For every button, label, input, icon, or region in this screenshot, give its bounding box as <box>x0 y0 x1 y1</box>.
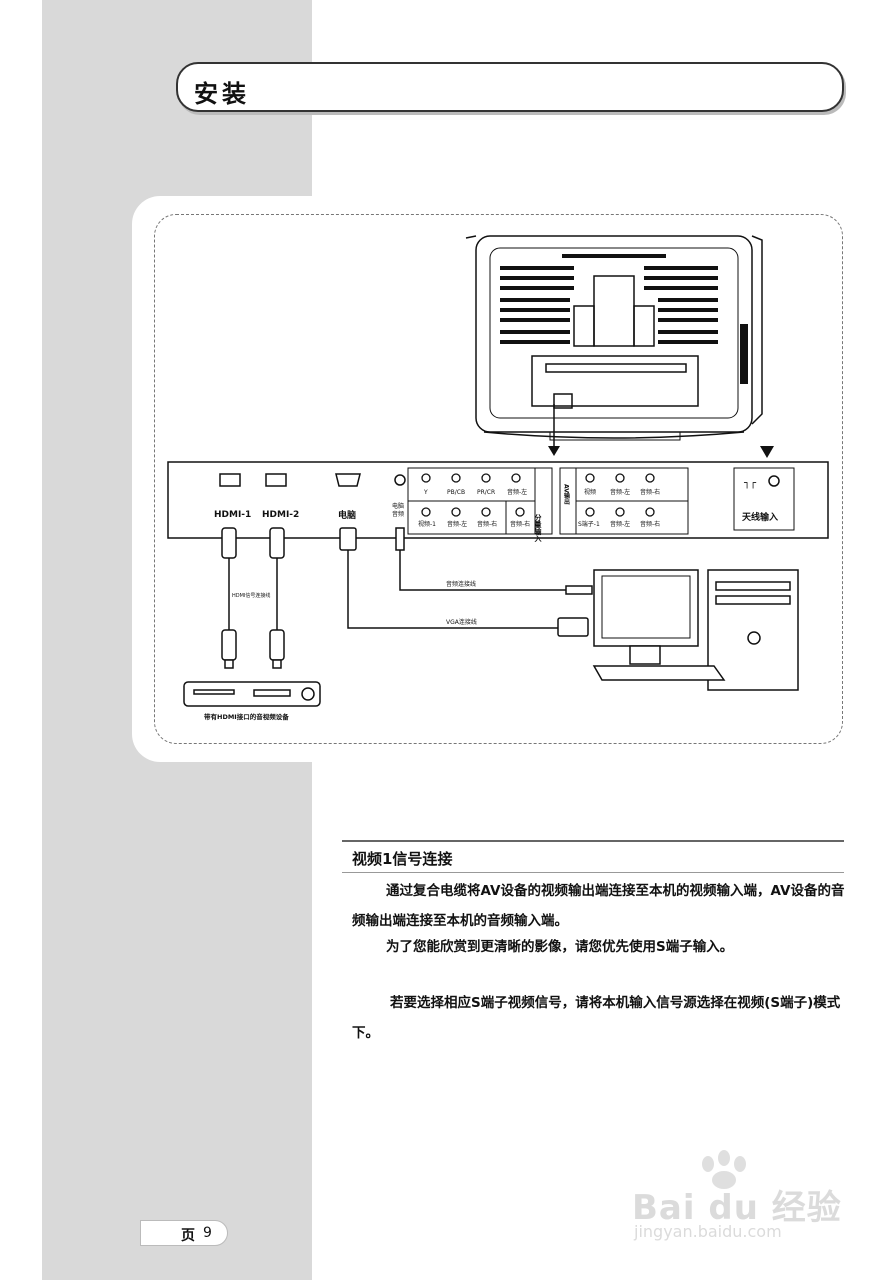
vga-cable-label: VGA连接线 <box>446 618 477 626</box>
component-group-label: 分量输入 <box>534 513 543 543</box>
hdmi2-port <box>265 473 287 487</box>
pc-audio-jack <box>394 474 406 486</box>
s-video-label: S端子-1 <box>578 520 600 528</box>
component-y-label: Y <box>423 489 428 496</box>
section-title-bar: 安装 <box>176 62 844 112</box>
component-audio-r-label: 音频-右 <box>510 520 530 528</box>
section-rule-bottom <box>342 872 844 873</box>
av-out-video-label: 视频 <box>584 488 596 496</box>
page-label: 页 <box>181 1228 195 1244</box>
hdmi2-label: HDMI-2 <box>262 510 299 520</box>
component-pb-label: PB/CB <box>447 489 465 496</box>
hdmi1-label: HDMI-1 <box>214 510 251 520</box>
s-audio-r-label: 音频-右 <box>640 520 660 528</box>
audio-cable <box>395 527 593 595</box>
vga-port <box>335 473 361 487</box>
s-audio-l-label: 音频-左 <box>610 520 630 528</box>
antenna-icon: ┐┌ <box>744 478 757 489</box>
av-out-audio-r-label: 音频-右 <box>640 488 660 496</box>
av-out-label: AV输出 <box>563 484 570 506</box>
section-rule-top <box>342 840 844 842</box>
section-heading: 视频1信号连接 <box>352 850 453 868</box>
paragraph-3: 若要选择相应S端子视频信号，请将本机输入信号源选择在视频(S端子)模式下。 <box>352 995 841 1041</box>
component-audio-l-label: 音频-左 <box>507 488 527 496</box>
vga-cable <box>339 527 589 637</box>
antenna-jack <box>768 475 780 487</box>
paragraph-2: 为了您能欣赏到更清晰的影像，请您优先使用S端子输入。 <box>386 939 734 955</box>
hdmi-cable-label: HDMI信号连接线 <box>232 592 270 599</box>
page-title: 安装 <box>194 79 250 108</box>
pc-audio-label-2: 音频 <box>392 510 404 518</box>
component-jacks <box>421 473 525 517</box>
antenna-label: 天线输入 <box>742 511 778 523</box>
page-number: 9 <box>203 1225 212 1241</box>
page-number-tab: 页 9 <box>140 1220 228 1246</box>
watermark-brand: Bai du 经验 <box>632 1188 842 1228</box>
audio-cable-label: 音频连接线 <box>446 580 476 588</box>
watermark-url: jingyan.baidu.com <box>634 1222 782 1241</box>
av-jacks <box>585 473 655 517</box>
av-device-illustration <box>183 681 321 707</box>
video1-label: 视频-1 <box>418 520 436 528</box>
pc-audio-label-1: 电脑 <box>392 502 404 510</box>
computer-illustration <box>592 569 799 691</box>
component-pr-label: PR/CR <box>477 489 495 496</box>
pc-port-label: 电脑 <box>338 509 356 521</box>
paw-icon <box>702 1150 746 1189</box>
tv-back-illustration <box>465 235 763 441</box>
video1-audio-r-label: 音频-右 <box>477 520 497 528</box>
video1-audio-l-label: 音频-左 <box>447 520 467 528</box>
av-device-label: 带有HDMI接口的音视频设备 <box>204 712 289 721</box>
connection-diagram: HDMI-1 HDMI-2 电脑 电脑 音频 Y PB/CB PR/CR 音频-… <box>167 235 829 721</box>
hdmi1-port <box>219 473 241 487</box>
tv-vent-grilles <box>500 254 748 384</box>
paragraph-1: 通过复合电缆将AV设备的视频输出端连接至本机的视频输入端，AV设备的音频输出端连… <box>352 883 845 929</box>
av-out-audio-l-label: 音频-左 <box>610 488 630 496</box>
hdmi-cables <box>221 527 285 669</box>
watermark: Bai du 经验 jingyan.baidu.com <box>632 1150 842 1250</box>
diagram-frame <box>154 214 843 744</box>
